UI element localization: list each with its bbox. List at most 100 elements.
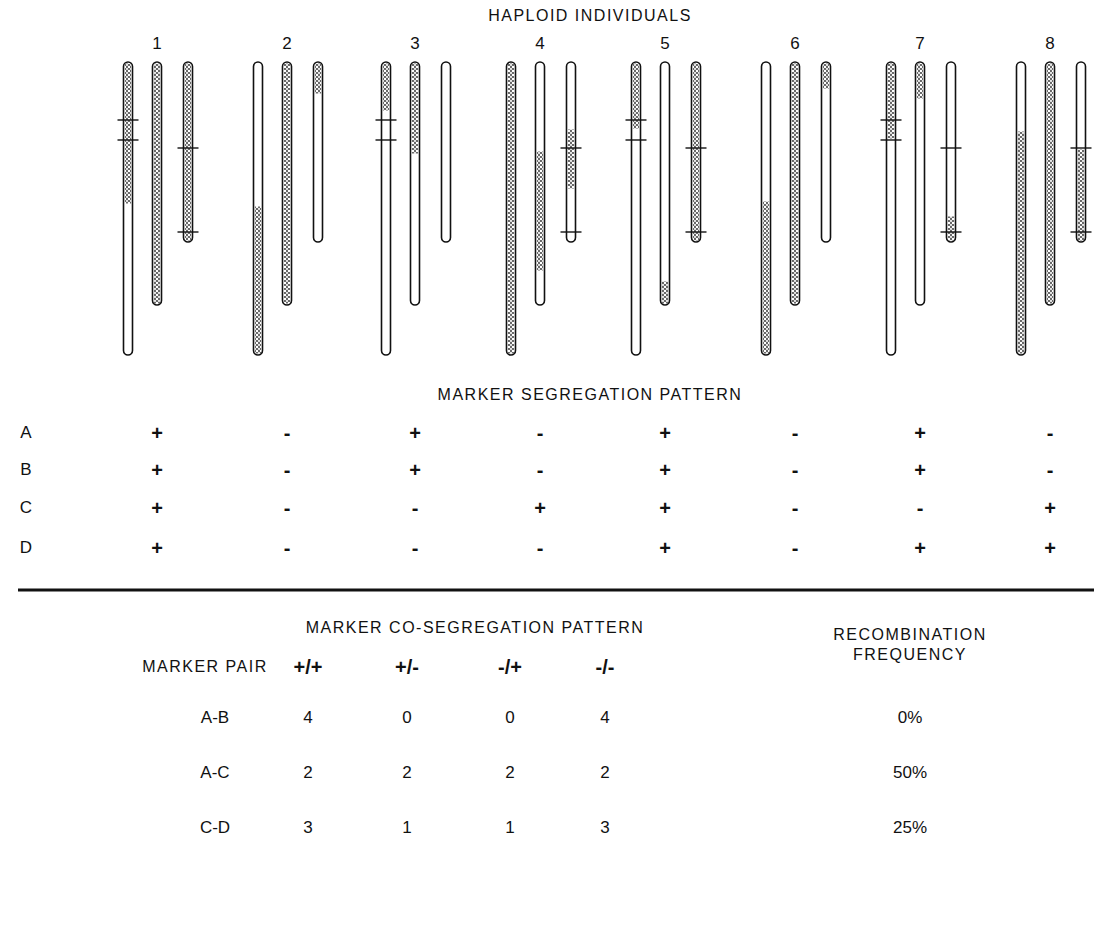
frequency-cell: 50%: [893, 762, 927, 783]
column-heading: +/+: [294, 655, 323, 680]
marker-tick: [561, 147, 582, 148]
chromosome: [178, 62, 199, 242]
individual-number: 4: [535, 33, 544, 54]
count-cell: 2: [402, 762, 411, 783]
chromosome: [153, 62, 162, 305]
individual-number: 3: [410, 33, 419, 54]
segregation-sign: +: [151, 421, 163, 446]
segregation-sign: -: [1047, 458, 1054, 483]
segregation-sign: -: [412, 496, 419, 521]
chromosome: [507, 62, 516, 355]
marker-tick: [118, 119, 139, 120]
segregation-sign: +: [914, 458, 926, 483]
column-heading: MARKER PAIR: [142, 657, 268, 677]
chromosome: [762, 62, 771, 355]
chromosome: [791, 62, 800, 305]
segregation-sign: +: [1044, 496, 1056, 521]
marker-tick: [376, 119, 397, 120]
marker-pair: A-B: [201, 707, 229, 728]
individual-number: 5: [660, 33, 669, 54]
chromosome: [283, 62, 292, 305]
segregation-sign: +: [151, 458, 163, 483]
segregation-sign: +: [151, 496, 163, 521]
chromosome: [916, 62, 925, 305]
marker-tick: [881, 119, 902, 120]
segregation-sign: -: [284, 536, 291, 561]
segregation-sign: -: [792, 458, 799, 483]
chromosome: [822, 62, 831, 242]
marker-name: A: [20, 422, 31, 443]
segregation-sign: -: [284, 421, 291, 446]
individual-number: 2: [282, 33, 291, 54]
marker-tick: [1071, 147, 1092, 148]
count-cell: 2: [303, 762, 312, 783]
count-cell: 1: [505, 817, 514, 838]
segregation-sign: -: [412, 536, 419, 561]
chromosome: [376, 62, 397, 355]
count-cell: 4: [303, 707, 312, 728]
marker-pair: C-D: [200, 817, 230, 838]
segregation-sign: -: [792, 421, 799, 446]
chromosome: [561, 62, 582, 242]
frequency-cell: 0%: [898, 707, 923, 728]
marker-tick: [1071, 231, 1092, 232]
chromosome: [442, 62, 451, 242]
frequency-cell: 25%: [893, 817, 927, 838]
marker-tick: [626, 119, 647, 120]
segregation-sign: -: [537, 458, 544, 483]
marker-tick: [686, 231, 707, 232]
marker-tick: [178, 147, 199, 148]
chromosome: [1071, 62, 1092, 242]
divider-rule: [18, 589, 1094, 592]
count-cell: 0: [505, 707, 514, 728]
segregation-sign: -: [284, 496, 291, 521]
section-heading: MARKER CO-SEGREGATION PATTERN: [306, 618, 645, 638]
segregation-sign: +: [409, 458, 421, 483]
chromosome: [536, 62, 545, 305]
chromosome: [941, 62, 962, 242]
count-cell: 1: [402, 817, 411, 838]
count-cell: 2: [600, 762, 609, 783]
segregation-sign: -: [284, 458, 291, 483]
figure-title: HAPLOID INDIVIDUALS: [488, 6, 692, 26]
count-cell: 0: [402, 707, 411, 728]
chromosome: [254, 62, 263, 355]
segregation-sign: +: [914, 536, 926, 561]
segregation-sign: +: [914, 421, 926, 446]
marker-tick: [881, 139, 902, 140]
segregation-sign: +: [534, 496, 546, 521]
section-heading: MARKER SEGREGATION PATTERN: [438, 385, 743, 405]
chromosome: [1046, 62, 1055, 305]
segregation-sign: +: [659, 421, 671, 446]
chromosome: [686, 62, 707, 242]
chromosome: [118, 62, 139, 355]
column-heading: RECOMBINATION FREQUENCY: [805, 625, 1015, 665]
segregation-sign: +: [151, 536, 163, 561]
count-cell: 3: [303, 817, 312, 838]
count-cell: 3: [600, 817, 609, 838]
chromosome: [1017, 62, 1026, 355]
segregation-sign: -: [1047, 421, 1054, 446]
chromosome: [881, 62, 902, 355]
chromosome: [661, 62, 670, 305]
individual-number: 8: [1045, 33, 1054, 54]
individual-number: 1: [152, 33, 161, 54]
segregation-sign: +: [1044, 536, 1056, 561]
segregation-sign: -: [537, 421, 544, 446]
marker-name: B: [20, 459, 31, 480]
segregation-sign: +: [659, 536, 671, 561]
marker-tick: [686, 147, 707, 148]
count-cell: 2: [505, 762, 514, 783]
individual-number: 7: [915, 33, 924, 54]
marker-tick: [941, 147, 962, 148]
column-heading: -/-: [596, 655, 615, 680]
segregation-sign: -: [792, 536, 799, 561]
segregation-sign: -: [537, 536, 544, 561]
marker-tick: [118, 139, 139, 140]
marker-tick: [941, 231, 962, 232]
segregation-sign: +: [409, 421, 421, 446]
chromosome: [411, 62, 420, 305]
chromosome: [314, 62, 323, 242]
marker-tick: [178, 231, 199, 232]
